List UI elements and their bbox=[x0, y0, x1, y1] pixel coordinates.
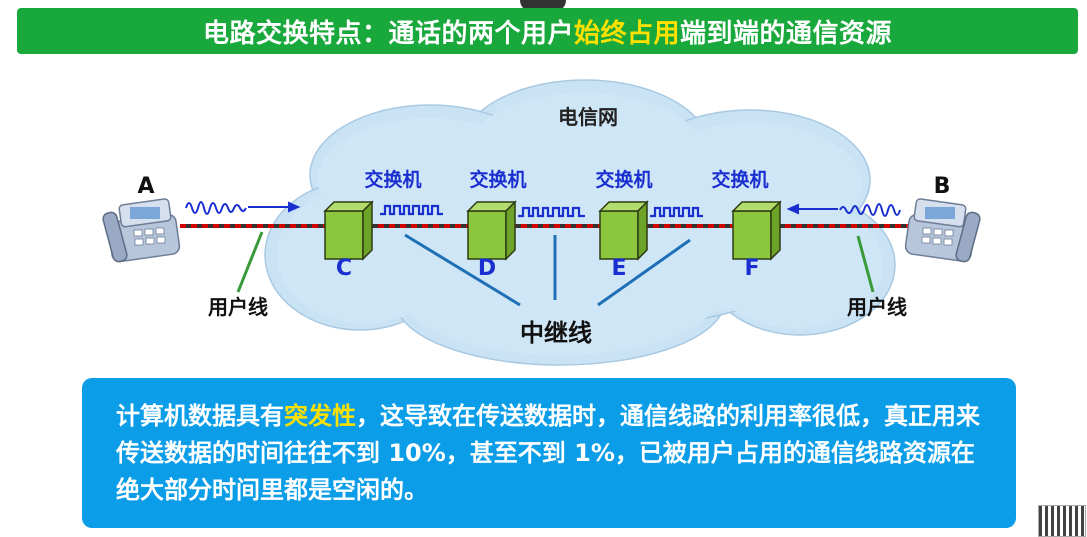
info-part1: 计算机数据具有 bbox=[116, 402, 284, 430]
endpoint-b-label: B bbox=[934, 174, 951, 199]
switch-title-group: 交换机 交换机 交换机 交换机 bbox=[364, 168, 768, 191]
switch-label-c: C bbox=[336, 256, 352, 281]
info-callout: 计算机数据具有突发性，这导致在传送数据时，通信线路的利用率很低，真正用来传送数据… bbox=[82, 378, 1016, 528]
switch-group: C D E F bbox=[323, 200, 782, 281]
switch-label-d: D bbox=[478, 256, 496, 281]
switch-title: 交换机 bbox=[711, 168, 768, 191]
network-label: 电信网 bbox=[558, 105, 618, 129]
trunk-lines bbox=[404, 233, 691, 307]
title-highlight: 始终占用 bbox=[573, 18, 680, 49]
digital-signals bbox=[380, 204, 703, 218]
info-highlight: 突发性 bbox=[284, 402, 356, 430]
telephone-icon bbox=[102, 198, 181, 263]
switch-title: 交换机 bbox=[469, 168, 526, 191]
switch-c: C bbox=[323, 200, 374, 281]
switch-d: D bbox=[466, 200, 517, 281]
circuit-switching-diagram: 电信网 C D E F 交换机 交换机 交换机 交换机 bbox=[102, 79, 981, 366]
title-suffix: 端到端的通信资源 bbox=[680, 18, 893, 49]
switch-f: F bbox=[731, 200, 782, 281]
user-line-label-right: 用户线 bbox=[847, 295, 907, 319]
switch-title: 交换机 bbox=[364, 168, 421, 191]
switch-title: 交换机 bbox=[595, 168, 652, 191]
title-prefix: 电路交换特点：通话的两个用户 bbox=[202, 18, 574, 49]
page-title: 电路交换特点：通话的两个用户始终占用端到端的通信资源 bbox=[17, 8, 1078, 54]
qr-code-icon bbox=[1038, 505, 1086, 537]
analog-signal-left bbox=[185, 201, 301, 215]
switch-e: E bbox=[598, 200, 649, 281]
endpoint-a-label: A bbox=[137, 174, 154, 199]
switch-label-f: F bbox=[744, 256, 759, 281]
user-line-pointers bbox=[236, 231, 875, 293]
info-text: 计算机数据具有突发性，这导致在传送数据时，通信线路的利用率很低，真正用来传送数据… bbox=[116, 398, 982, 509]
telephone-icon bbox=[904, 198, 981, 263]
trunk-line-label: 中继线 bbox=[520, 319, 592, 347]
analog-signal-right bbox=[786, 203, 901, 217]
user-line-label-left: 用户线 bbox=[208, 295, 268, 319]
switch-label-e: E bbox=[611, 256, 626, 281]
info-part2: ，这导致在传送数据时，通信线路的利用率很低，真正用来传送数据的时间往往不到 10… bbox=[116, 402, 980, 504]
